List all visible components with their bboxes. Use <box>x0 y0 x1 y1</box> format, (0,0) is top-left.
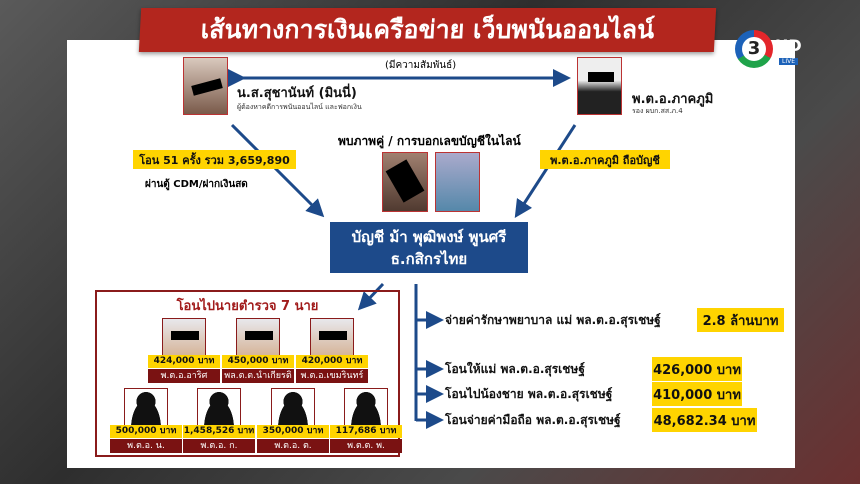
officer-rank: พ.ต.อ. น. <box>110 439 182 453</box>
payment-description: โอนให้แม่ พล.ต.อ.สุรเชษฐ์ <box>445 362 585 376</box>
account-name: บัญชี ม้า พุฒิพงษ์ พูนศรี <box>351 228 507 246</box>
payment-amount: 2.8 ล้านบาท <box>697 308 784 332</box>
account-bank: ธ.กสิกรไทย <box>390 250 468 268</box>
left-person-role: ผู้ต้องหาคดีการพนันออนไลน์ และฟอกเงิน <box>237 103 362 111</box>
evidence-photo-couple <box>382 152 428 212</box>
payment-amount: 48,682.34 บาท <box>652 408 757 432</box>
officer-rank: พล.ต.ต.นำเกียรติ <box>222 369 294 383</box>
officer-photo <box>271 388 315 426</box>
left-person-photo <box>183 57 228 115</box>
right-person-name: พ.ต.อ.ภาคภูมิ <box>632 92 714 107</box>
payment-description: โอนจ่ายค่ามือถือ พล.ต.อ.สุรเชษฐ์ <box>445 413 621 427</box>
officer-amount: 420,000 บาท <box>296 355 368 368</box>
officer-rank: พ.ต.ต. พ. <box>330 439 402 453</box>
mule-account-box: บัญชี ม้า พุฒิพงษ์ พูนศรี ธ.กสิกรไทย <box>330 222 528 273</box>
channel-logo: 3 HD LIVE <box>735 30 810 72</box>
channel-number: 3 <box>742 37 766 61</box>
officer-amount: 450,000 บาท <box>222 355 294 368</box>
police-box-title: โอนไปนายตำรวจ 7 นาย <box>176 299 319 314</box>
officer-amount: 117,686 บาท <box>330 425 402 438</box>
relation-label: (มีความสัมพันธ์) <box>385 60 457 71</box>
officer-photo <box>197 388 241 426</box>
evidence-label: พบภาพคู่ / การบอกเลขบัญชีในไลน์ <box>338 134 521 148</box>
hd-label: HD <box>775 36 802 55</box>
officer-photo <box>124 388 168 426</box>
officer-amount: 500,000 บาท <box>110 425 182 438</box>
officer-rank: พ.ต.อ. ต. <box>257 439 329 453</box>
payment-description: โอนไปน้องชาย พล.ต.อ.สุรเชษฐ์ <box>445 387 613 401</box>
officer-rank: พ.ต.อ. ก. <box>183 439 255 453</box>
officer-photo <box>236 318 280 356</box>
officer-photo <box>162 318 206 356</box>
officer-amount: 350,000 บาท <box>257 425 329 438</box>
officer-amount: 1,458,526 บาท <box>183 425 255 438</box>
payment-amount: 410,000 บาท <box>652 382 742 406</box>
right-person-photo <box>577 57 622 115</box>
police-transfers-box: โอนไปนายตำรวจ 7 นาย <box>95 290 400 457</box>
payment-amount: 426,000 บาท <box>652 357 742 381</box>
right-person-role: รอง ผบก.สส.ภ.4 <box>632 107 683 115</box>
left-transfer-label: โอน 51 ครั้ง รวม 3,659,890 <box>133 150 296 169</box>
right-transfer-label: พ.ต.อ.ภาคภูมิ ถือบัญชี <box>540 150 670 169</box>
payment-description: จ่ายค่ารักษาพยาบาล แม่ พล.ต.อ.สุรเชษฐ์ <box>445 313 661 327</box>
live-badge: LIVE <box>779 58 799 65</box>
officer-rank: พ.ต.อ.อาริศ <box>148 369 220 383</box>
officer-photo <box>344 388 388 426</box>
left-transfer-note: ผ่านตู้ CDM/ฝากเงินสด <box>145 179 248 190</box>
left-person-name: น.ส.สุชานันท์ (มินนี่) <box>237 86 357 101</box>
evidence-photo-chat <box>435 152 480 212</box>
officer-photo <box>310 318 354 356</box>
officer-amount: 424,000 บาท <box>148 355 220 368</box>
officer-rank: พ.ต.อ.เขมรินทร์ <box>296 369 368 383</box>
